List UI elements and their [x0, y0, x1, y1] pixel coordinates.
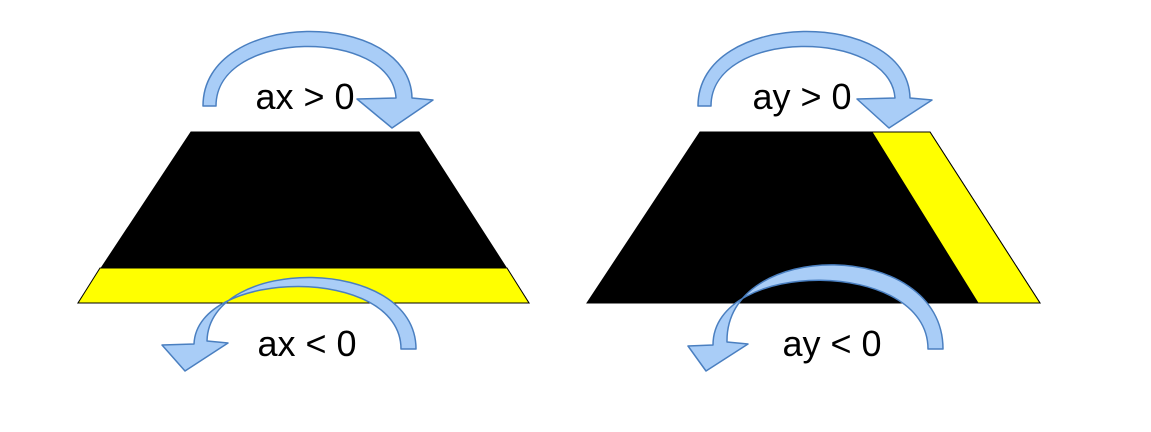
ay-panel: ay > 0 ay < 0: [586, 30, 1041, 372]
ay-bottom-label: ay < 0: [782, 323, 881, 364]
ay-top-label: ay > 0: [752, 76, 851, 117]
ax-top-label: ax > 0: [255, 76, 354, 117]
ax-bottom-label: ax < 0: [257, 323, 356, 364]
ax-positive-rotation-arrow-icon: [202, 30, 434, 129]
ax-negative-rotation-arrow-icon: [161, 276, 417, 372]
ax-panel: ax > 0 ax < 0: [77, 30, 530, 372]
ay-highlight-right-edge: [871, 131, 1041, 304]
ay-positive-rotation-arrow-icon: [697, 30, 933, 129]
ay-negative-rotation-arrow-icon: [687, 264, 944, 372]
